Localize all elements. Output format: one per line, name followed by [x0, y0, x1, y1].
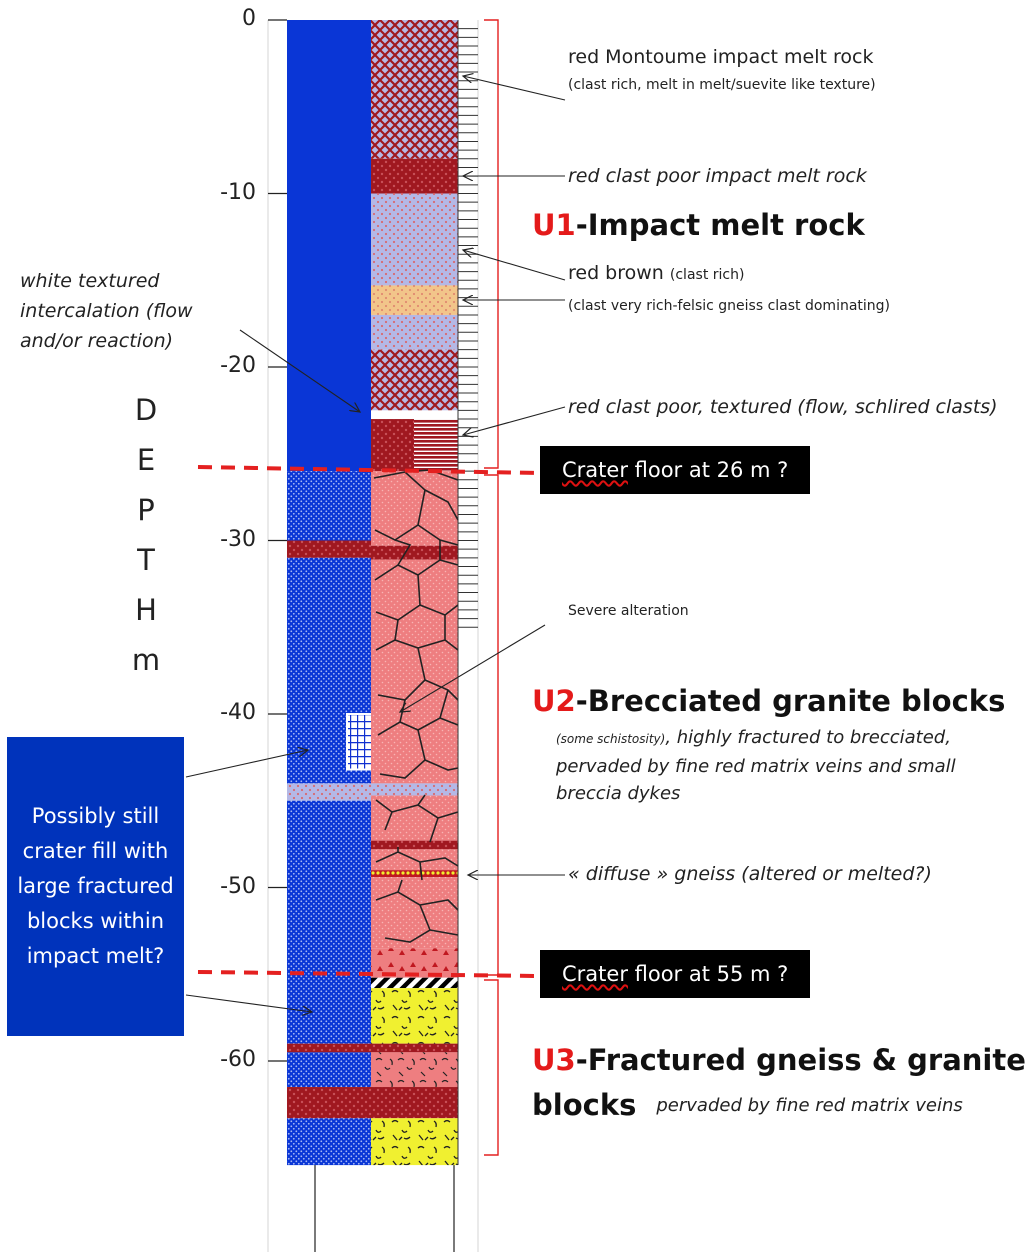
- unit-u1-code: U1: [532, 208, 576, 242]
- label-diffuse-gneiss: « diffuse » gneiss (altered or melted?): [568, 863, 932, 885]
- right-column-interval-1: [371, 158, 458, 194]
- depth-tick-label-3: -30: [220, 526, 256, 552]
- left-column-interval-2: [287, 540, 371, 558]
- depth-letter-3: T: [137, 543, 155, 577]
- left-column-interval-4: [287, 783, 371, 801]
- unit-u3-name-line2: blocks: [532, 1088, 637, 1122]
- textured-stripes: [414, 419, 458, 472]
- right-column-interval-3: [371, 285, 458, 315]
- crater-floor-26m-word: Crater: [562, 458, 628, 482]
- depth-letter-5: m: [131, 643, 161, 677]
- right-column-interval-18: [371, 977, 458, 989]
- depth-tick-label-6: -60: [220, 1047, 256, 1072]
- right-column-interval-2: [371, 193, 458, 286]
- label-clast-very-rich: (clast very rich-felsic gneiss clast dom…: [568, 298, 891, 314]
- depth-axis-ticks: [268, 19, 287, 1062]
- label-montoume-sub: (clast rich, melt in melt/suevite like t…: [568, 77, 876, 93]
- callout-crater-fill-box: Possibly still crater fill with large fr…: [7, 737, 184, 1036]
- label-red-brown-main: red brown: [568, 262, 670, 284]
- depth-letter-4: H: [135, 593, 157, 627]
- right-column-interval-20: [371, 1043, 458, 1053]
- right-column-interval-22: [371, 1087, 458, 1119]
- label-clast-poor: red clast poor impact melt rock: [568, 165, 867, 187]
- unit-u3-title-line1: U3-Fractured gneiss & granite: [532, 1043, 1026, 1077]
- label-montoume: red Montoume impact melt rock: [568, 46, 874, 68]
- depth-tick-label-5: -50: [220, 873, 256, 899]
- right-column-interval-12: [371, 795, 458, 841]
- annotation-arrows: [185, 76, 566, 1012]
- depth-letter-1: E: [136, 443, 156, 477]
- unit-u3-title-line2: blocks pervaded by fine red matrix veins: [532, 1088, 963, 1123]
- unit-u2-desc-small: (some schistosity): [556, 732, 666, 746]
- left-column-interval-0: [287, 20, 371, 472]
- left-column-interval-1: [287, 471, 371, 541]
- right-column-interval-11: [371, 783, 458, 796]
- unit-brackets: [484, 19, 499, 1156]
- left-column-interval-8: [287, 1087, 371, 1119]
- unit-u1-title: U1-Impact melt rock: [532, 208, 865, 242]
- left-column-interval-9: [287, 1118, 371, 1166]
- left-column-interval-7: [287, 1052, 371, 1088]
- callout-crater-fill-text: Possibly still crater fill with large fr…: [17, 804, 174, 968]
- right-column-interval-19: [371, 988, 458, 1044]
- right-column-interval-13: [371, 840, 458, 850]
- unit-u2-description: (some schistosity), highly fractured to …: [556, 724, 1024, 807]
- background-grid: [267, 20, 479, 1252]
- right-column-interval-16: [371, 877, 458, 949]
- crater-floor-55m-word: Crater: [562, 962, 628, 986]
- right-column-interval-23: [371, 1118, 458, 1166]
- left-column-interval-6: [287, 1043, 371, 1053]
- right-column-interval-9: [371, 545, 458, 560]
- label-red-brown-sub: (clast rich): [669, 267, 745, 283]
- crater-floor-26m-box: Crater floor at 26 m ?: [540, 446, 811, 494]
- label-red-brown: red brown (clast rich): [568, 262, 744, 284]
- depth-tick-label-2: -20: [220, 353, 256, 378]
- unit-u2-title: U2-Brecciated granite blocks: [532, 684, 1005, 718]
- unit-u1-name: -Impact melt rock: [575, 208, 865, 242]
- crater-floor-55m-rest: floor at 55 m ?: [627, 962, 789, 986]
- right-lithology-column: [371, 20, 458, 1166]
- right-column-interval-4: [371, 314, 458, 350]
- crater-floor-lines: [197, 465, 539, 978]
- right-column-interval-0: [371, 20, 458, 159]
- log-tick-marks: [457, 20, 478, 1165]
- depth-letter-0: D: [134, 393, 158, 427]
- right-column-interval-6: [371, 410, 458, 420]
- unit-u2-code: U2: [532, 684, 576, 718]
- unit-u3-desc: pervaded by fine red matrix veins: [656, 1095, 963, 1116]
- depth-tick-label-4: -40: [220, 700, 256, 725]
- unit-u2-desc: , highly fractured to brecciated, pervad…: [556, 727, 956, 804]
- depth-tick-label-0: 0: [242, 6, 256, 31]
- right-column-interval-5: [371, 349, 458, 411]
- depth-tick-label-1: -10: [220, 179, 256, 205]
- left-column-interval-5: [287, 800, 371, 1044]
- label-textured: red clast poor, textured (flow, schlired…: [568, 396, 998, 418]
- crater-floor-26m-rest: floor at 26 m ?: [627, 458, 789, 482]
- right-column-interval-8: [371, 471, 458, 546]
- unit-u3-code: U3: [532, 1043, 576, 1077]
- left-lithology-column: [287, 20, 392, 1166]
- label-white-textured: white textured intercalation (flow and/o…: [20, 270, 193, 352]
- right-column-interval-15: [371, 870, 458, 878]
- label-severe-alteration: Severe alteration: [568, 603, 689, 619]
- right-column-interval-10: [371, 559, 458, 784]
- depth-letter-2: P: [137, 493, 155, 527]
- right-column-interval-21: [371, 1052, 458, 1088]
- unit-u3-name-line1: -Fractured gneiss & granite: [575, 1043, 1026, 1077]
- crater-floor-55m-box: Crater floor at 55 m ?: [540, 950, 811, 998]
- unit-u2-name: -Brecciated granite blocks: [575, 684, 1006, 718]
